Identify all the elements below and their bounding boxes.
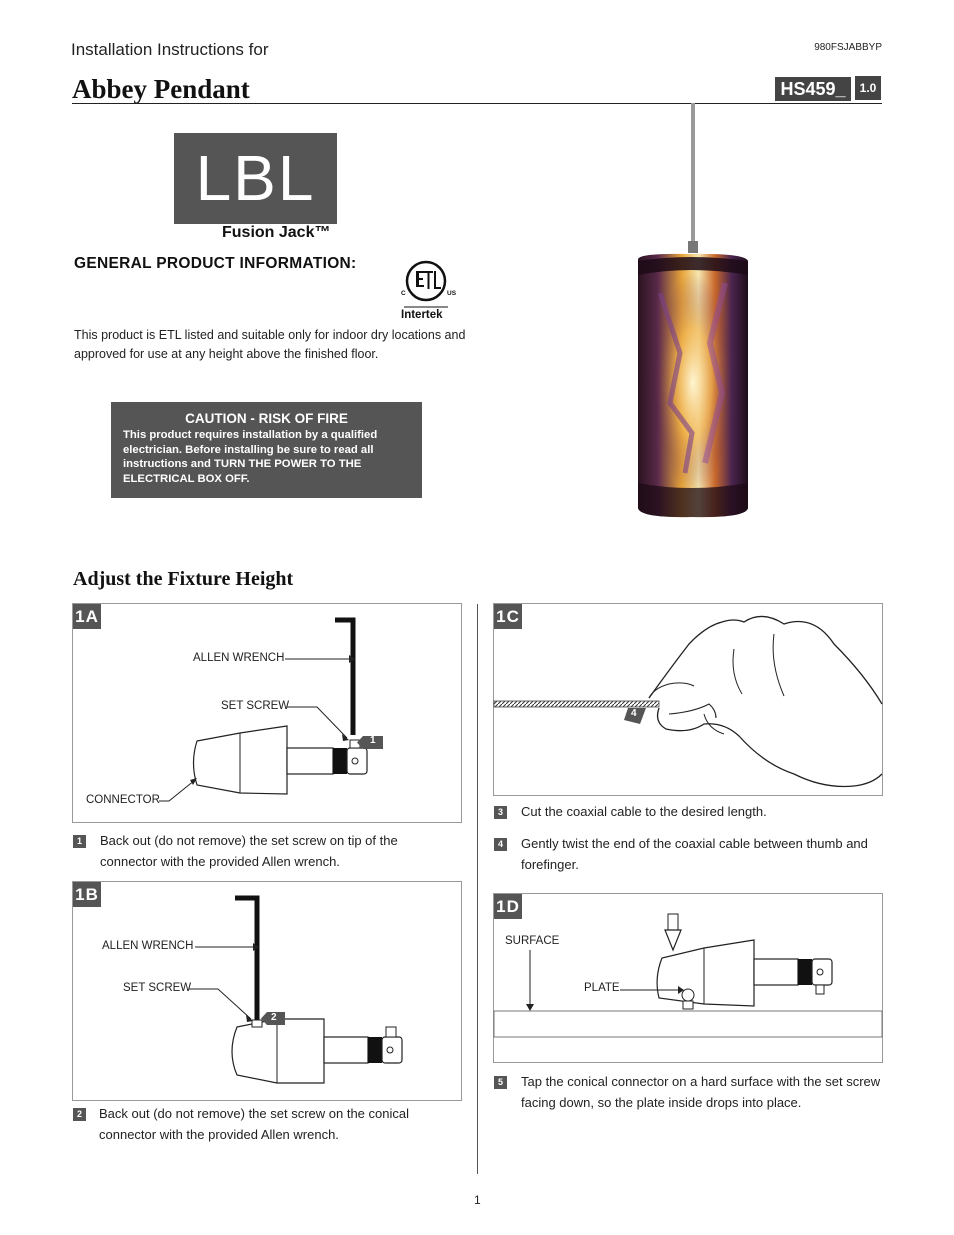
- plate-icon: [681, 988, 695, 1002]
- section-heading: Adjust the Fixture Height: [73, 568, 294, 590]
- column-divider: [477, 604, 478, 1174]
- callout-4: 4: [631, 708, 637, 719]
- panel-tag-1a: 1A: [73, 604, 101, 629]
- step-number: 4: [494, 838, 507, 851]
- step-number: 1: [73, 835, 86, 848]
- page-title: Abbey Pendant: [72, 74, 250, 104]
- step-number: 3: [494, 806, 507, 819]
- hand-icon: [648, 615, 883, 705]
- caution-box: CAUTION - RISK OF FIRE This product requ…: [111, 402, 422, 498]
- label-connector: CONNECTOR: [86, 794, 160, 806]
- label-set-screw: SET SCREW: [123, 982, 192, 994]
- header-pretitle: Installation Instructions for: [71, 40, 269, 59]
- etl-logo-icon: C US: [401, 260, 457, 308]
- coaxial-cable-icon: [493, 700, 660, 708]
- svg-text:C: C: [401, 290, 406, 297]
- general-info-heading: GENERAL PRODUCT INFORMATION:: [74, 255, 357, 272]
- set-screw-icon: [251, 1019, 263, 1028]
- cable-twist-diagram: [493, 615, 883, 788]
- connector-diagram-1b: [189, 895, 403, 1084]
- panel-tag-1d: 1D: [494, 894, 522, 919]
- caution-title: CAUTION - RISK OF FIRE: [185, 411, 348, 426]
- tap-connector-diagram: [493, 913, 883, 1038]
- panel-1a: 1A ALLEN WRENCH SET SCREW CONNECTOR 1: [72, 603, 462, 823]
- step-number: 5: [494, 1076, 507, 1089]
- panel-tag-1c: 1C: [494, 604, 522, 629]
- caution-text: This product requires installation by a …: [123, 429, 378, 485]
- step-text: Back out (do not remove) the set screw o…: [99, 1106, 409, 1142]
- panel-1b: 1B ALLEN WRENCH SET SCREW 2: [72, 881, 462, 1101]
- step-text: Cut the coaxial cable to the desired len…: [521, 804, 767, 819]
- allen-wrench-icon: [235, 895, 260, 1020]
- connector-icon: [231, 1018, 325, 1084]
- document-code: 980FSJABBYP: [814, 42, 882, 53]
- version-badge: 1.0: [855, 76, 881, 100]
- panel-1d: 1D SURFACE PLATE: [493, 893, 883, 1063]
- svg-text:US: US: [447, 290, 457, 297]
- lbl-logo: LBL: [174, 133, 337, 224]
- connector-icon: [656, 939, 755, 1007]
- label-surface: SURFACE: [505, 935, 560, 947]
- down-arrow-icon: [667, 913, 679, 931]
- label-allen-wrench: ALLEN WRENCH: [102, 940, 194, 952]
- header-rule: [72, 103, 882, 104]
- pendant-product-image: [638, 103, 748, 518]
- model-badge: HS459_: [775, 77, 851, 101]
- callout-1: 1: [370, 735, 376, 746]
- step-number: 2: [73, 1108, 86, 1121]
- panel-1c: 1C 4: [493, 603, 883, 796]
- etl-listed-mark: C US Intertek: [398, 257, 460, 323]
- page-number: 1: [474, 1193, 481, 1207]
- step-text: Back out (do not remove) the set screw o…: [100, 833, 398, 869]
- callout-2: 2: [271, 1012, 277, 1023]
- product-line-label: Fusion Jack™: [222, 224, 331, 241]
- panel-tag-1b: 1B: [73, 882, 101, 907]
- set-screw-icon: [682, 1000, 694, 1010]
- intertek-label: Intertek: [401, 309, 443, 321]
- step-text: Gently twist the end of the coaxial cabl…: [521, 836, 868, 872]
- allen-wrench-icon: [335, 617, 356, 735]
- step-text: Tap the conical connector on a hard surf…: [521, 1074, 881, 1110]
- general-info-text: This product is ETL listed and suitable …: [74, 328, 466, 361]
- label-allen-wrench: ALLEN WRENCH: [193, 652, 285, 664]
- connector-diagram-1a: [159, 617, 383, 802]
- hard-surface-icon: [493, 1010, 883, 1038]
- label-set-screw: SET SCREW: [221, 700, 290, 712]
- label-plate: PLATE: [584, 982, 620, 994]
